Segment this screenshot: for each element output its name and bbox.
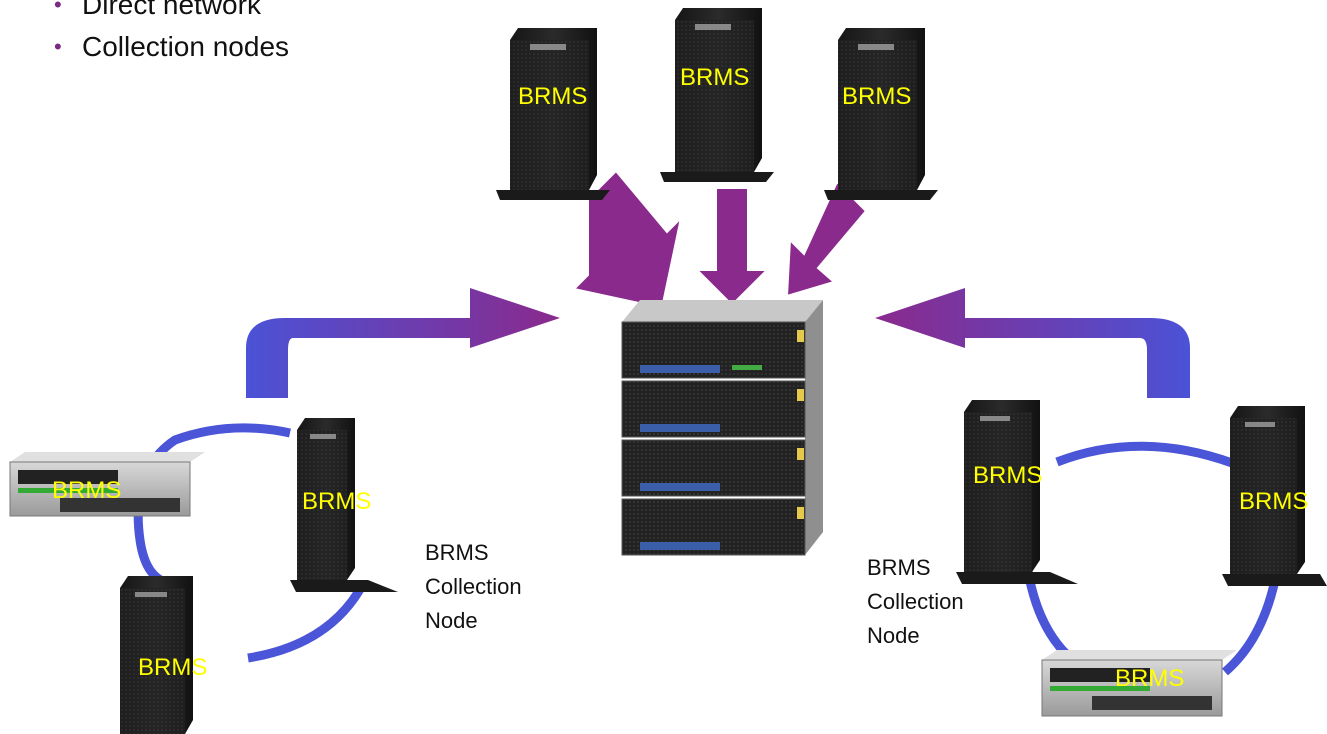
brms-label: BRMS — [52, 477, 121, 504]
arrow-from-left-cluster — [246, 288, 560, 398]
bullet-text: Collection nodes — [82, 31, 290, 62]
server-right-tower-1: BRMS — [956, 400, 1078, 584]
caption-line: Collection — [425, 574, 522, 599]
right-collection-node-caption: BRMS Collection Node — [867, 555, 964, 648]
bullet-item: • Collection nodes — [54, 26, 289, 68]
bullet-item: • Direct network — [54, 0, 289, 26]
arrow-from-right-cluster — [875, 288, 1190, 398]
server-top-right: BRMS — [824, 28, 938, 200]
caption-line: BRMS — [867, 555, 931, 580]
server-left-tower: BRMS — [290, 418, 398, 592]
arrow-from-top-left — [571, 169, 683, 310]
server-bottom-left-tower: BRMS — [120, 576, 207, 734]
brms-label: BRMS — [138, 654, 207, 681]
bullet-text: Direct network — [82, 0, 261, 20]
central-server — [621, 300, 823, 556]
brms-label: BRMS — [842, 83, 911, 110]
left-collection-node-caption: BRMS Collection Node — [425, 540, 522, 633]
brms-label: BRMS — [518, 83, 587, 110]
brms-label: BRMS — [1239, 488, 1308, 515]
bullet-dot-icon: • — [54, 34, 62, 59]
arrow-from-top-right — [785, 180, 868, 298]
server-right-rack: BRMS — [1041, 650, 1237, 717]
server-left-rack: BRMS — [9, 452, 205, 517]
bullet-dot-icon: • — [54, 0, 62, 17]
caption-line: Node — [425, 608, 478, 633]
caption-line: BRMS — [425, 540, 489, 565]
server-top-left: BRMS — [496, 28, 610, 200]
caption-line: Collection — [867, 589, 964, 614]
bullet-list: • Direct network • Collection nodes — [54, 0, 289, 68]
server-top-center: BRMS — [660, 8, 774, 182]
brms-label: BRMS — [680, 64, 749, 91]
brms-label: BRMS — [1115, 665, 1184, 692]
arrow-from-top-center — [694, 187, 770, 307]
brms-label: BRMS — [973, 462, 1042, 489]
server-right-tower-2: BRMS — [1222, 406, 1327, 586]
caption-line: Node — [867, 623, 920, 648]
brms-label: BRMS — [302, 488, 371, 515]
